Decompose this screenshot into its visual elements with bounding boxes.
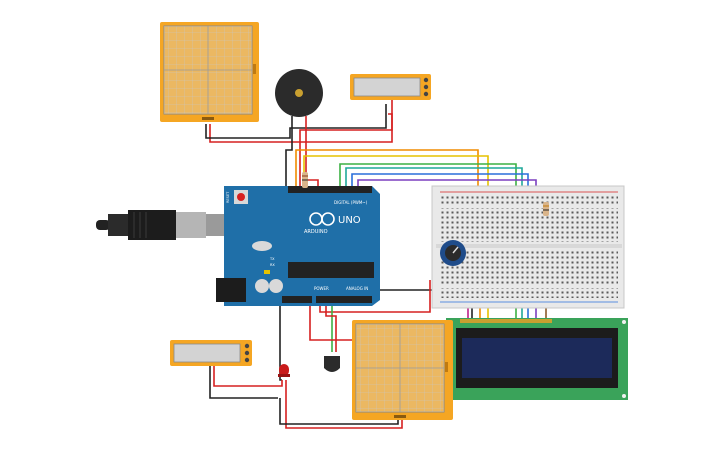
wire-sensor-red	[325, 304, 337, 352]
arduino-board[interactable]	[216, 186, 380, 306]
oscilloscope-top[interactable]	[160, 22, 259, 122]
multimeter-top[interactable]	[350, 74, 431, 100]
wire-scope1-red	[209, 113, 393, 143]
red-led-icon[interactable]	[278, 364, 290, 377]
arduino-model-label: UNO	[338, 215, 361, 226]
usb-cable-icon	[96, 210, 236, 240]
wire-led-red-down	[285, 380, 403, 429]
digital-pins-label: DIGITAL (PWM~)	[334, 200, 368, 205]
wire-multimeter1-red	[299, 100, 393, 190]
wire-led-black-down	[279, 398, 399, 425]
wire-bottom-black	[209, 366, 278, 399]
multimeter-bottom[interactable]	[170, 340, 252, 366]
wire-buzzer-red	[305, 116, 319, 190]
arduino-brand-label: ARDUINO	[304, 229, 328, 235]
wire-scope1-black	[205, 104, 387, 139]
temperature-sensor-icon[interactable]	[324, 356, 340, 372]
wire-red-5v	[319, 280, 431, 313]
wire-bottom-red	[213, 366, 283, 387]
reset-button[interactable]	[237, 193, 245, 201]
rx-label: RX	[270, 263, 275, 267]
analog-pins-label: ANALOG IN	[346, 286, 368, 291]
lcd-display[interactable]	[446, 318, 628, 400]
potentiometer-icon[interactable]	[440, 240, 466, 266]
resistor-breadboard[interactable]	[543, 202, 549, 216]
breadboard	[431, 185, 625, 309]
piezo-buzzer-icon[interactable]	[275, 69, 323, 117]
oscilloscope-bottom[interactable]	[352, 320, 453, 420]
resistor-icon[interactable]	[302, 172, 308, 188]
reset-label: RESET	[226, 191, 230, 203]
power-pins-label: POWER	[314, 286, 329, 291]
tx-label: TX	[269, 257, 275, 261]
wire-buzzer-black	[285, 116, 293, 190]
wire-scope2-red	[309, 304, 357, 341]
